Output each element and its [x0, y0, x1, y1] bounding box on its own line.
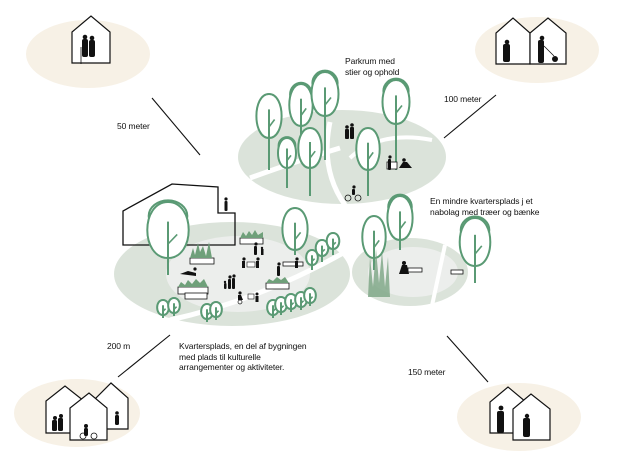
caption-park: Parkrum med stier og ophold	[345, 56, 400, 77]
family-icon	[223, 274, 236, 289]
people-icon	[52, 411, 119, 440]
street-furniture	[177, 161, 464, 300]
home-bottom-right	[457, 383, 581, 451]
tree-icon	[325, 231, 341, 255]
bench	[282, 261, 304, 267]
bench	[450, 269, 464, 275]
tree-icon	[381, 77, 411, 170]
distance-label-100: 100 meter	[444, 94, 482, 104]
square-path	[169, 249, 347, 323]
tree-icon	[255, 92, 283, 170]
person-walking-icon	[277, 262, 281, 276]
distance-label-150: 150 meter	[408, 367, 446, 377]
bench	[386, 161, 398, 170]
people-silhouettes	[180, 123, 412, 305]
person-sitting-icon	[399, 261, 409, 274]
planter	[189, 257, 215, 265]
person-lying-icon	[180, 267, 197, 276]
tree-icon	[277, 136, 297, 188]
couple-walking-icon	[345, 123, 354, 139]
distance-line-100	[443, 94, 497, 139]
park-path	[249, 145, 341, 181]
person-sitting-icon	[399, 158, 412, 168]
distance-label-200: 200 m	[107, 341, 131, 351]
people-seated-table-icon	[242, 257, 260, 268]
caption-square: Kvartersplads, en del af bygningen med p…	[179, 341, 307, 372]
tree-icon	[209, 300, 223, 320]
person-standing-icon	[388, 155, 392, 170]
people-icon	[503, 35, 558, 63]
home-bottom-left	[14, 379, 140, 447]
tree-icon	[458, 215, 492, 283]
park-ground	[238, 110, 446, 207]
distance-line-150	[446, 335, 489, 383]
park-path	[324, 121, 348, 207]
distance-label-50: 50 meter	[117, 121, 150, 131]
tree-icon	[386, 193, 414, 250]
tree-icon	[310, 69, 340, 160]
tree-icon	[305, 248, 319, 270]
tree-icon	[167, 296, 181, 316]
tree-icon	[281, 206, 309, 255]
elderly-couple-icon	[80, 34, 95, 64]
people-icon	[497, 405, 530, 437]
distance-line-200	[117, 334, 171, 378]
cyclist-icon	[344, 185, 362, 202]
tree-icon	[361, 214, 387, 270]
planter	[184, 292, 208, 300]
planter-plants	[178, 230, 289, 287]
person-on-bench-icon	[295, 257, 299, 268]
building-outline	[122, 183, 236, 246]
small-square-path	[428, 244, 447, 316]
distance-lines	[117, 94, 497, 383]
tree-icon	[355, 126, 381, 196]
home-top-right	[475, 17, 599, 83]
person-with-stroller-icon	[254, 242, 264, 255]
planter	[239, 237, 264, 245]
trees	[146, 69, 492, 322]
bench	[407, 267, 423, 273]
tall-grass	[368, 249, 390, 297]
person-on-balcony-icon	[224, 197, 228, 211]
house-icon	[512, 393, 551, 441]
tree-icon	[297, 126, 323, 196]
caption-small-square: En mindre kvartersplads j et nabolag med…	[430, 196, 540, 217]
distance-line-50	[151, 97, 201, 156]
wheelchair-user-icon	[237, 291, 259, 305]
tree-icon	[303, 286, 317, 306]
tree-icon	[146, 199, 190, 275]
house-icon	[69, 392, 108, 441]
home-top-left	[26, 15, 150, 88]
planter	[265, 282, 290, 290]
